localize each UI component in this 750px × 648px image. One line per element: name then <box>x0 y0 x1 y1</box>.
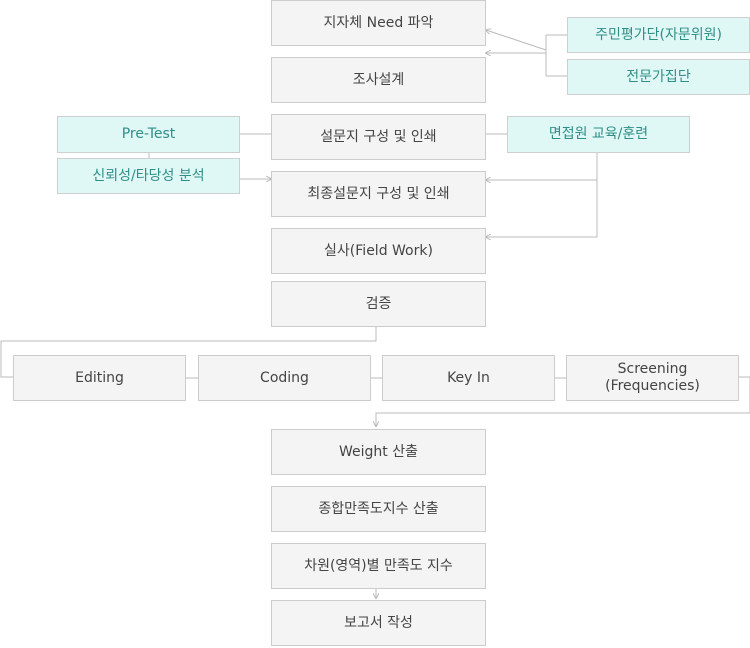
side-pretest: Pre-Test <box>57 116 240 153</box>
screening-sub-label: (Frequencies) <box>605 378 700 394</box>
step-key-in: Key In <box>382 355 555 401</box>
step-dimension-index: 차원(영역)별 만족도 지수 <box>271 543 486 589</box>
step-editing: Editing <box>13 355 186 401</box>
arrow-screening-to-weight <box>376 376 750 426</box>
side-interviewer-training: 면접원 교육/훈련 <box>507 116 690 153</box>
step-coding: Coding <box>198 355 371 401</box>
screening-label: Screening <box>617 361 688 377</box>
side-expert-group: 전문가집단 <box>567 59 750 95</box>
connector-verify-to-editing <box>0 327 377 378</box>
side-reliability-analysis: 신뢰성/타당성 분석 <box>57 158 240 194</box>
step-weight-calc: Weight 산출 <box>271 429 486 475</box>
arrow-to-step1 <box>486 30 547 51</box>
step-final-questionnaire: 최종설문지 구성 및 인쇄 <box>271 171 486 217</box>
step-needs-analysis: 지자체 Need 파악 <box>271 0 486 46</box>
side-advisory-panel: 주민평가단(자문위원) <box>567 17 750 53</box>
step-questionnaire-print: 설문지 구성 및 인쇄 <box>271 114 486 160</box>
step-verification: 검증 <box>271 281 486 327</box>
step-overall-index: 종합만족도지수 산출 <box>271 486 486 532</box>
step-screening: Screening (Frequencies) <box>566 355 739 401</box>
step-survey-design: 조사설계 <box>271 57 486 103</box>
step-report: 보고서 작성 <box>271 600 486 646</box>
step-field-work: 실사(Field Work) <box>271 228 486 274</box>
